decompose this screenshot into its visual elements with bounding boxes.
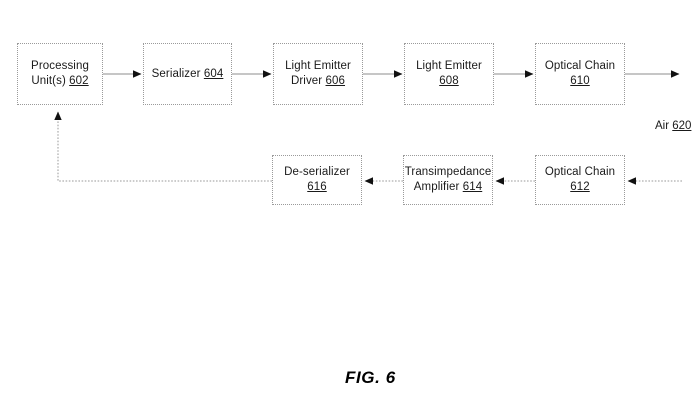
node-line-1: Optical Chain	[544, 60, 616, 72]
node-line-2: Driver	[290, 75, 326, 87]
reference-numeral: 608	[439, 75, 459, 87]
serializer-604-label: Serializer 604	[148, 67, 228, 82]
reference-numeral: 620	[672, 120, 692, 132]
node-line-1: Light Emitter	[285, 60, 351, 72]
reference-numeral: 604	[203, 67, 224, 80]
node-line-2: Amplifier	[413, 181, 463, 193]
processing-unit-602: Processing Unit(s) 602	[17, 43, 103, 105]
node-line-1: Processing	[31, 60, 89, 72]
figure-caption: FIG. 6	[345, 368, 396, 387]
air-label-620: Air 620	[655, 119, 691, 133]
reference-numeral: 610	[570, 75, 590, 87]
processing-unit-602-label: Processing Unit(s) 602	[27, 59, 93, 89]
optical-chain-610-label: Optical Chain 610	[541, 59, 619, 89]
node-line-2: Unit(s)	[31, 75, 70, 87]
transimpedance-amplifier-614-label: Transimpedance Amplifier 614	[401, 165, 496, 195]
node-line-1: De-serializer	[284, 166, 350, 178]
de-serializer-616-label: De-serializer 616	[280, 165, 354, 195]
optical-chain-612: Optical Chain 612	[535, 155, 625, 205]
optical-chain-610: Optical Chain 610	[535, 43, 625, 105]
node-line-1: Light Emitter	[416, 60, 482, 72]
transimpedance-amplifier-614: Transimpedance Amplifier 614	[403, 155, 493, 205]
node-line-2: Serializer	[151, 67, 204, 80]
serializer-604: Serializer 604	[143, 43, 232, 105]
light-emitter-driver-606: Light Emitter Driver 606	[273, 43, 363, 105]
reference-numeral: 606	[325, 75, 346, 87]
optical-chain-612-label: Optical Chain 612	[541, 165, 619, 195]
node-line-1: Transimpedance	[404, 166, 492, 178]
reference-numeral: 614	[462, 181, 483, 193]
light-emitter-608: Light Emitter 608	[404, 43, 494, 105]
light-emitter-608-label: Light Emitter 608	[412, 59, 486, 89]
de-serializer-616: De-serializer 616	[272, 155, 362, 205]
light-emitter-driver-606-label: Light Emitter Driver 606	[281, 59, 355, 89]
reference-numeral: 612	[570, 181, 590, 193]
node-line-1: Optical Chain	[544, 166, 616, 178]
air-label-text: Air	[655, 120, 673, 132]
reference-numeral: 602	[69, 75, 89, 87]
reference-numeral: 616	[307, 181, 327, 193]
arrow-616-to-602-feedback	[54, 111, 272, 182]
